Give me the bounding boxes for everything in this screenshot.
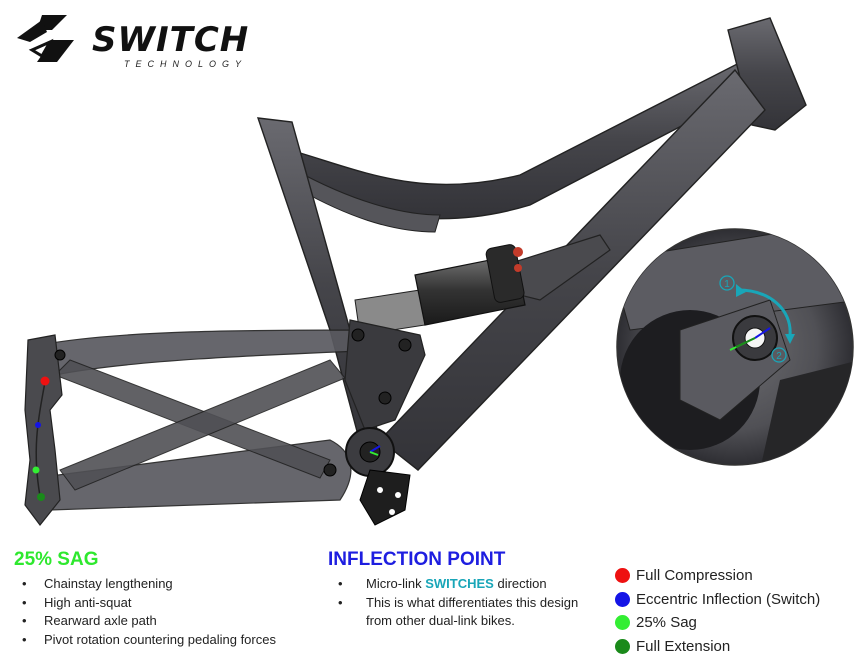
logo-wordmark: SWITCH — [92, 20, 250, 60]
legend-swatch — [615, 591, 630, 607]
legend-item-eccentric-inflection: Eccentric Inflection (Switch) — [615, 588, 820, 612]
switch-logo-icon — [17, 15, 74, 62]
legend-item-full-compression: Full Compression — [615, 564, 820, 588]
axle-path — [35, 381, 46, 497]
legend-swatch — [615, 638, 630, 654]
list-item: •Rearward axle path — [22, 613, 157, 628]
marker-sag — [32, 466, 40, 474]
list-item: •High anti-squat — [22, 594, 132, 610]
sag-section: 25% SAG •Chainstay lengthening •High ant… — [14, 549, 276, 649]
pivot-zoom-inset: 1 2 — [616, 228, 854, 466]
zoom-marker-1: 1 — [724, 279, 730, 290]
chainring-mount — [359, 469, 411, 526]
list-item: •Chainstay lengthening — [22, 576, 173, 591]
marker-full-compression — [40, 376, 50, 386]
sag-list: •Chainstay lengthening •High anti-squat … — [14, 575, 276, 649]
marker-eccentric-inflection — [35, 422, 41, 428]
legend-swatch — [615, 615, 630, 631]
list-item: •Pivot rotation countering pedaling forc… — [22, 631, 276, 647]
zoom-marker-2: 2 — [776, 351, 782, 362]
list-item: •Micro-link SWITCHES direction — [338, 576, 547, 591]
legend-swatch — [615, 568, 630, 584]
switches-highlight: SWITCHES — [425, 576, 494, 591]
rear-shock — [354, 244, 526, 336]
legend-item-full-extension: Full Extension — [615, 635, 820, 659]
sag-title: 25% SAG — [14, 549, 99, 570]
inflection-title: INFLECTION POINT — [328, 549, 506, 570]
logo-subtitle: TECHNOLOGY — [124, 59, 248, 69]
inflection-section: INFLECTION POINT •Micro-link SWITCHES di… — [328, 549, 578, 631]
brace-tube — [294, 169, 441, 233]
marker-full-extension — [37, 493, 45, 501]
list-item: •This is what differentiates this design… — [338, 594, 579, 629]
rear-dropout — [24, 334, 63, 526]
switch-logo: SWITCH TECHNOLOGY — [12, 10, 312, 72]
legend: Full Compression Eccentric Inflection (S… — [615, 564, 820, 658]
legend-item-sag: 25% Sag — [615, 611, 820, 635]
inflection-list: •Micro-link SWITCHES direction •This is … — [328, 575, 578, 631]
